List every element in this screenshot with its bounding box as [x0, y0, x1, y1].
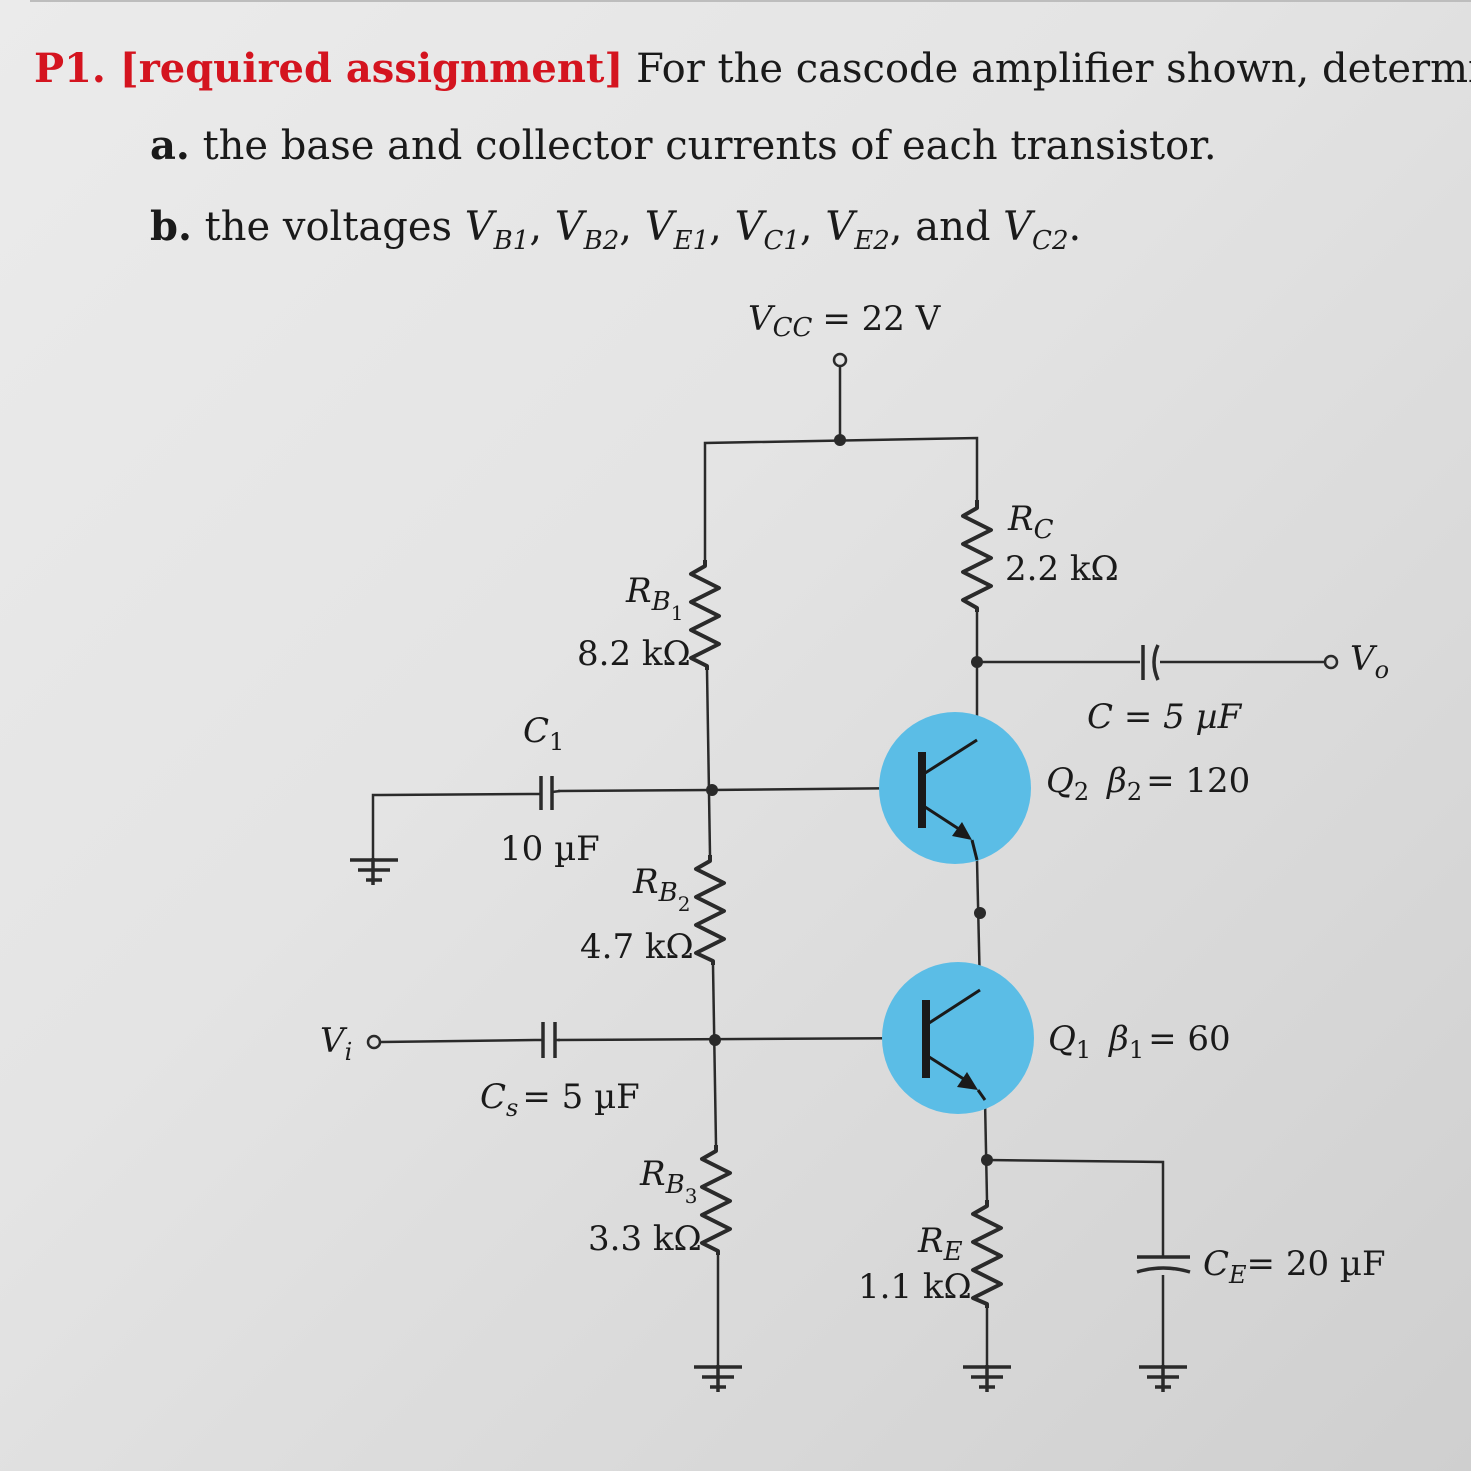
- cout-label: C = 5 µF: [1087, 697, 1243, 737]
- ce-label: CE= 20 µF: [1203, 1244, 1386, 1289]
- capacitor-cout: [1141, 644, 1160, 681]
- part-b: b. the voltages VB1, VB2, VE1, VC1, VE2,…: [150, 203, 1082, 256]
- resistor-re: [971, 1200, 1003, 1308]
- capacitor-cs: [535, 1022, 560, 1058]
- part-b-letter: b.: [150, 203, 192, 250]
- re-symbol: RE: [917, 1221, 963, 1267]
- page-top-rule: [30, 0, 1471, 2]
- resistor-rc: [961, 500, 993, 612]
- part-a-text: the base and collector currents of each …: [202, 123, 1217, 169]
- problem-tag: P1. [required assignment]: [34, 45, 624, 92]
- ground-c1: [350, 858, 398, 885]
- vo-label: Vo: [1350, 639, 1389, 684]
- capacitors: [530, 644, 1191, 1274]
- q2-highlight: [879, 712, 1031, 864]
- var-ve2: VE2: [825, 204, 890, 256]
- problem-intro: For the cascode amplifier shown, determi…: [636, 46, 1471, 92]
- rb2-value: 4.7 kΩ: [580, 927, 694, 967]
- q1-highlight: [882, 962, 1034, 1114]
- capacitor-c1: [530, 776, 561, 810]
- vcc-label: VCC= 22 V: [748, 299, 942, 343]
- part-b-and: and: [915, 204, 991, 250]
- var-vc2: VC2: [1003, 204, 1069, 256]
- var-vb2: VB2: [554, 204, 620, 256]
- vcc-terminal: [832, 352, 848, 368]
- vo-terminal: [1323, 654, 1339, 670]
- vi-terminal: [366, 1034, 382, 1050]
- ground-rb3: [694, 1365, 742, 1392]
- var-ve1: VE1: [644, 204, 710, 256]
- schematic-labels: VCC= 22 V RC 2.2 kΩ RB1 8.2 kΩ C1 10 µF …: [320, 299, 1389, 1307]
- vi-label: Vi: [320, 1021, 352, 1066]
- rc-symbol: RC: [1007, 499, 1054, 545]
- re-value: 1.1 kΩ: [858, 1267, 972, 1307]
- part-b-text: the voltages: [204, 204, 453, 250]
- part-a-letter: a.: [150, 122, 190, 169]
- rb2-symbol: RB2: [632, 862, 690, 916]
- capacitor-ce: [1136, 1250, 1191, 1274]
- var-vc1: VC1: [734, 204, 800, 256]
- rb1-value: 8.2 kΩ: [577, 634, 691, 674]
- var-vb1: VB1: [464, 204, 530, 256]
- resistor-rb1: [689, 560, 721, 670]
- rb3-value: 3.3 kΩ: [588, 1219, 702, 1259]
- c1-symbol: C1: [523, 711, 564, 756]
- grounds: [350, 858, 1187, 1392]
- transistor-q1: [882, 962, 1034, 1114]
- c1-value: 10 µF: [500, 829, 600, 869]
- problem-statement: P1. [required assignment] For the cascod…: [34, 45, 1471, 92]
- resistors: [689, 500, 1003, 1308]
- ground-ce: [1139, 1365, 1187, 1392]
- rb3-symbol: RB3: [639, 1154, 697, 1208]
- resistor-rb2: [694, 855, 726, 965]
- cs-label: Cs= 5 µF: [480, 1077, 640, 1122]
- ground-re: [963, 1365, 1011, 1392]
- rb1-symbol: RB1: [625, 571, 683, 625]
- transistor-q2: [879, 712, 1031, 864]
- rc-value: 2.2 kΩ: [1005, 549, 1119, 589]
- resistor-rb3: [700, 1145, 732, 1255]
- part-a: a. the base and collector currents of ea…: [150, 122, 1217, 169]
- junction-dots: [706, 434, 993, 1166]
